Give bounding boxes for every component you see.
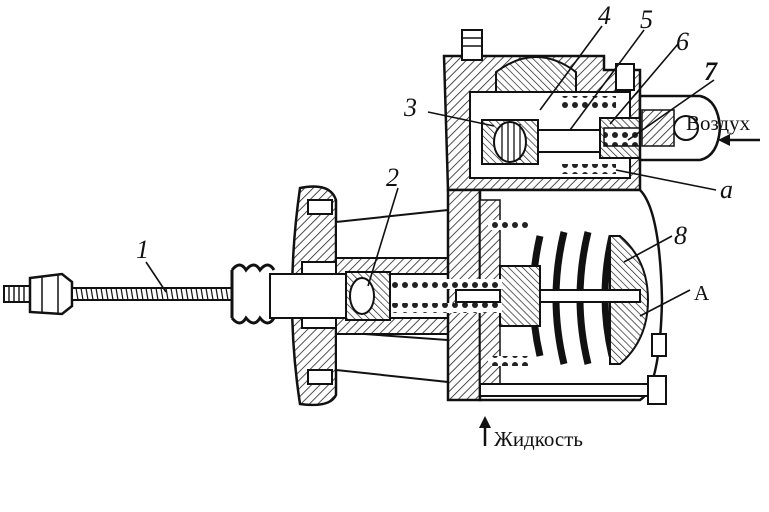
callout-8: 8: [674, 221, 687, 250]
pneumatic-cylinder: [455, 188, 667, 405]
return-spring: [392, 279, 502, 289]
leader-lines: [145, 25, 717, 317]
callout-3: 3: [403, 93, 417, 122]
callout-5: 5: [640, 5, 653, 34]
callout-6: 6: [676, 27, 689, 56]
hydraulic-cylinder-body: [269, 208, 457, 384]
return-spring-lower: [392, 303, 502, 313]
air-label: Воздух: [686, 111, 751, 135]
push-rod: [3, 272, 234, 316]
fluid-inlet-arrow: [479, 416, 491, 446]
dust-boot: [230, 263, 276, 325]
callout-2: 2: [386, 163, 399, 192]
callout-4: 4: [598, 1, 611, 30]
callout-1: 1: [136, 235, 149, 264]
air-inlet-arrow: [718, 134, 760, 146]
callout-7: 7: [704, 57, 718, 86]
callout-A: A: [694, 281, 710, 305]
main-housing: [442, 29, 722, 402]
callout-a: a: [720, 175, 733, 204]
fluid-label: Жидкость: [494, 427, 583, 451]
